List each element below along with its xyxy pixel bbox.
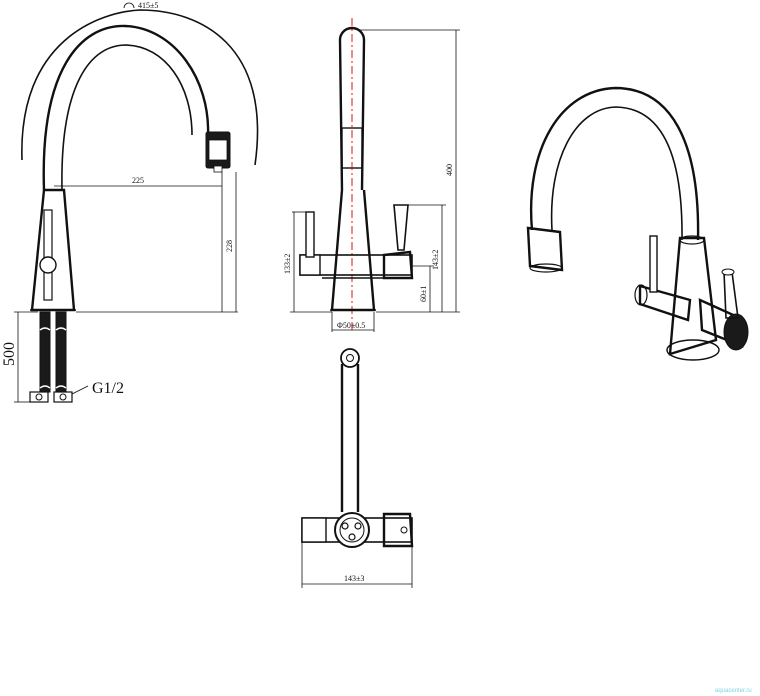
swing-arc <box>21 9 259 166</box>
reach-label: 225 <box>132 176 144 185</box>
persp-body-base <box>666 339 720 361</box>
handle-height-right-label: 143±2 <box>431 250 440 270</box>
thread-label: G1/2 <box>92 380 124 397</box>
body-lever <box>43 209 53 301</box>
persp-nozzle <box>529 263 563 273</box>
spout-inner <box>61 44 193 191</box>
side-view: 400 143±2 60±1 133±2 Φ50±0.5 <box>283 18 460 332</box>
faucet-body <box>30 188 76 312</box>
persp-left-arm <box>638 284 692 322</box>
hose-left <box>39 311 51 393</box>
side-right-handle-block <box>382 250 414 280</box>
nut-hole-left <box>35 393 43 401</box>
spout-height-label: 228 <box>225 240 234 252</box>
hose-nut-right <box>53 391 73 403</box>
top-handle-dot <box>400 526 408 534</box>
persp-spout-inner <box>550 106 683 241</box>
watermark: aquacenter.ru <box>715 688 752 694</box>
side-left-cap <box>299 254 321 276</box>
hose-break-marks <box>39 327 67 389</box>
total-height-label: 400 <box>445 164 454 176</box>
side-body <box>330 189 376 312</box>
arc-width-label: 415±5 <box>138 1 158 10</box>
persp-body-top <box>679 235 705 245</box>
hose-nut-left <box>29 391 49 403</box>
top-body-inner <box>339 517 365 543</box>
side-left-handle <box>305 211 315 258</box>
thread-leader <box>71 385 89 395</box>
top-view-width-label: 143±3 <box>344 574 364 583</box>
handle-height-left-label: 133±2 <box>283 254 292 274</box>
persp-spout-outer <box>529 86 700 241</box>
side-right-handle <box>393 204 409 251</box>
spout-head-inner <box>208 139 228 161</box>
persp-lever-top <box>721 268 735 276</box>
persp-spout-head <box>526 226 564 272</box>
spout-outer <box>42 24 210 191</box>
top-hole-2 <box>354 522 362 530</box>
perspective-view <box>526 86 749 361</box>
top-view: 143±3 <box>301 348 414 588</box>
arc-mark <box>123 2 135 9</box>
top-spout-hole <box>346 354 354 362</box>
base-diameter-label: Φ50±0.5 <box>337 321 365 330</box>
base-to-handle-label: 60±1 <box>419 286 428 302</box>
top-left-cap <box>301 517 327 543</box>
spout-nozzle <box>213 165 223 173</box>
nut-hole-right <box>59 393 67 401</box>
persp-left-lever <box>649 235 658 293</box>
front-view: 415±5 225 228 500 <box>1 1 259 403</box>
body-knob <box>39 256 57 274</box>
top-hole-1 <box>341 522 349 530</box>
persp-right-knob <box>723 313 749 351</box>
hose-length-label: 500 <box>1 342 18 366</box>
hose-right <box>55 311 67 393</box>
persp-right-lever <box>723 271 739 319</box>
persp-left-cap <box>634 284 648 306</box>
side-spout <box>338 26 366 191</box>
top-hole-3 <box>348 533 356 541</box>
